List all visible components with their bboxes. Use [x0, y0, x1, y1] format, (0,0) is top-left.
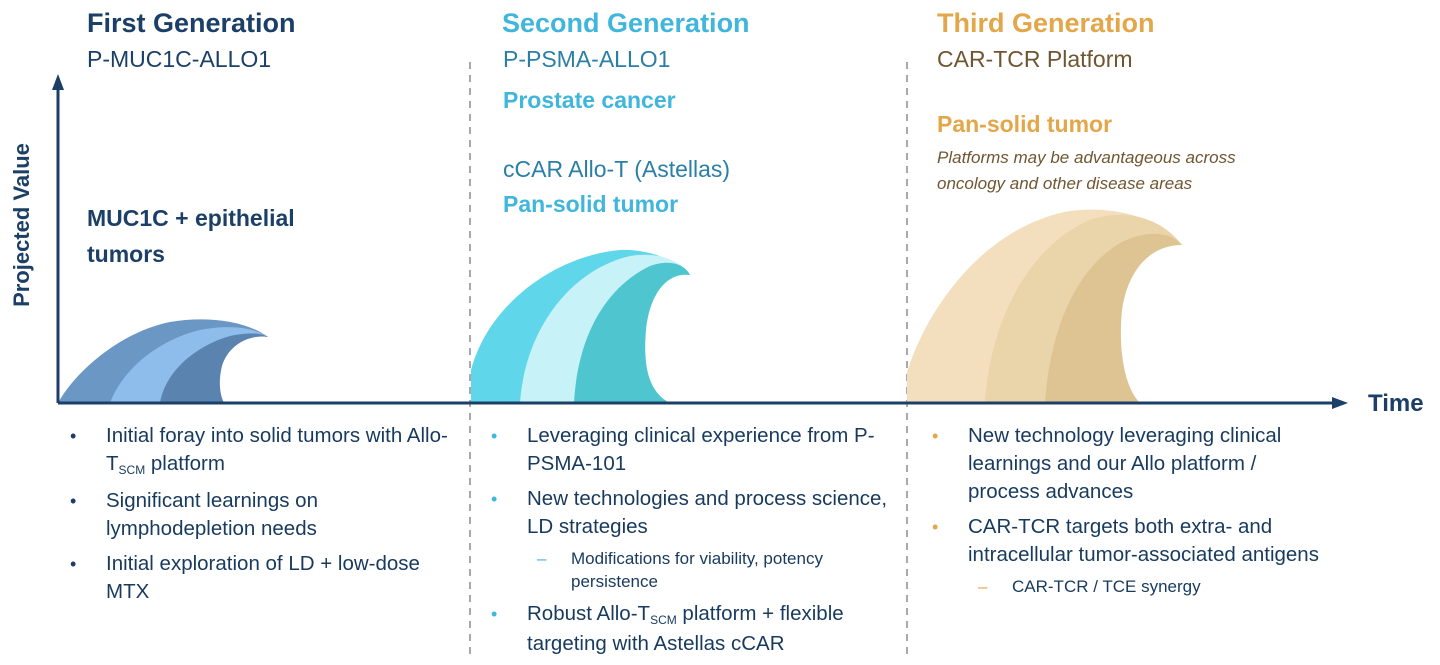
- list-item: Significant learnings on lymphodepletion…: [58, 487, 463, 543]
- wave-first-generation: [58, 319, 268, 403]
- third-gen-title: Third Generation: [937, 8, 1155, 38]
- list-item: New technology leveraging clinical learn…: [920, 422, 1330, 506]
- second-gen-product: P-PSMA-ALLO1: [503, 46, 671, 72]
- sub-list-item: CAR-TCR / TCE synergy: [968, 575, 1330, 598]
- wave-second-generation: [471, 249, 690, 403]
- third-gen-product: CAR-TCR Platform: [937, 46, 1133, 72]
- y-axis-label: Projected Value: [9, 143, 34, 307]
- third-gen-focus: Pan-solid tumor: [937, 111, 1113, 137]
- third-gen-note: Platforms may be advantageous across onc…: [937, 148, 1236, 193]
- x-axis-arrowhead: [1332, 397, 1348, 409]
- list-item: New technologies and process science, LD…: [479, 485, 899, 593]
- list-item: Initial exploration of LD + low-dose MTX: [58, 550, 463, 606]
- y-axis-arrowhead: [52, 74, 64, 90]
- first-gen-focus: MUC1C + epithelial tumors: [87, 205, 295, 267]
- second-gen-focus: Prostate cancer: [503, 87, 676, 113]
- list-item: CAR-TCR targets both extra- and intracel…: [920, 513, 1330, 598]
- list-item: Initial foray into solid tumors with All…: [58, 422, 463, 480]
- wave-third-generation: [907, 209, 1182, 403]
- first-gen-bullets: Initial foray into solid tumors with All…: [58, 422, 463, 613]
- list-item: Robust Allo-TSCM platform + flexible tar…: [479, 600, 899, 658]
- second-gen-product-2: cCAR Allo-T (Astellas): [503, 156, 731, 182]
- list-item: Leveraging clinical experience from P-PS…: [479, 422, 899, 478]
- first-gen-title: First Generation: [87, 8, 296, 38]
- second-gen-focus-2: Pan-solid tumor: [503, 191, 679, 217]
- first-gen-product: P-MUC1C-ALLO1: [87, 46, 272, 72]
- sub-list-item: Modifications for viability, potency per…: [527, 547, 899, 593]
- x-axis-label: Time: [1368, 390, 1424, 417]
- third-gen-bullets: New technology leveraging clinical learn…: [920, 422, 1330, 605]
- second-gen-title: Second Generation: [502, 8, 750, 38]
- second-gen-bullets: Leveraging clinical experience from P-PS…: [479, 422, 899, 665]
